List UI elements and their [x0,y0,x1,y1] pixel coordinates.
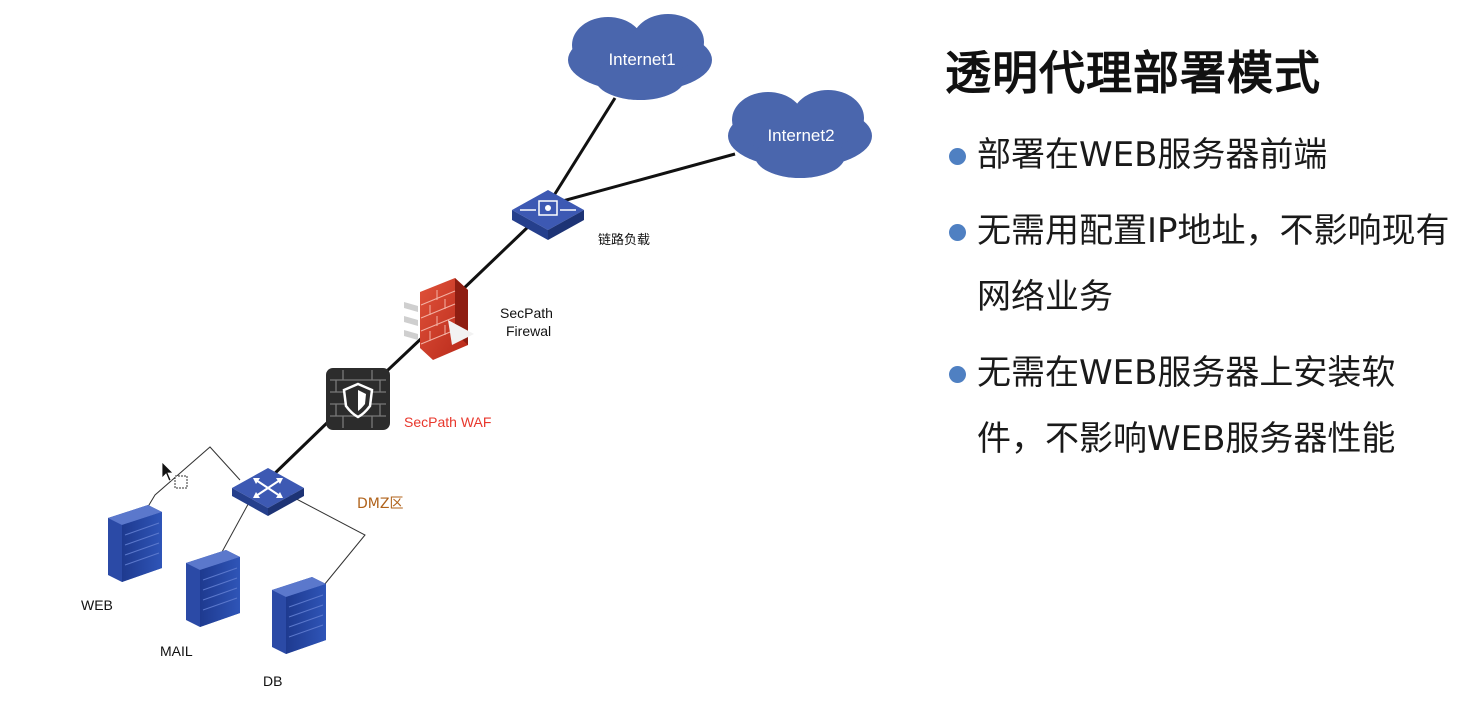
bullet-item: 无需用配置IP地址，不影响现有网络业务 [945,198,1455,330]
link-balancer-label: 链路负载 [598,232,650,248]
switch-icon [232,468,304,516]
bullet-dot-icon [949,148,966,165]
mouse-cursor-icon [161,461,174,482]
dmz-label: DMZ区 [357,496,403,512]
server-mail-icon [186,550,240,627]
server-db-label: DB [263,673,282,689]
bullet-item: 部署在WEB服务器前端 [945,122,1455,188]
link-load-balancer-icon [512,190,584,240]
network-diagram: Internet1 Internet2 链路负载 [81,14,872,689]
slide-title: 透明代理部署模式 [945,46,1321,100]
cloud-internet1: Internet1 [568,14,712,100]
bullet-text: 无需在WEB服务器上安装软件，不影响WEB服务器性能 [977,353,1396,459]
waf-shield-icon [326,368,390,430]
cloud-internet2: Internet2 [728,90,872,178]
link-waf-switch [268,418,332,480]
internet1-label: Internet1 [608,50,675,69]
internet2-label: Internet2 [767,126,834,145]
bullet-text: 部署在WEB服务器前端 [977,135,1328,175]
firewall-label-line2: Firewal [506,323,551,339]
bullet-dot-icon [949,224,966,241]
firewall-icon [404,278,474,360]
link-internet1-balancer [546,97,617,206]
network-links [268,97,736,480]
firewall-label-line1: SecPath [500,305,553,321]
server-web-label: WEB [81,597,113,613]
link-internet2-balancer [547,152,736,207]
server-db-icon [272,577,326,654]
waf-label: SecPath WAF [404,414,491,430]
link-balancer-firewall [458,223,532,294]
bullet-dot-icon [949,366,966,383]
server-links [139,446,366,591]
link-switch-db [284,492,366,591]
server-mail-label: MAIL [160,643,193,659]
link-switch-mail [221,496,253,553]
bullet-text: 无需用配置IP地址，不影响现有网络业务 [977,211,1450,317]
text-panel: 透明代理部署模式 部署在WEB服务器前端 无需用配置IP地址，不影响现有网络业务… [945,40,1455,482]
bullet-item: 无需在WEB服务器上安装软件，不影响WEB服务器性能 [945,340,1455,472]
server-web-icon [108,505,162,582]
selection-handle[interactable] [174,475,188,489]
